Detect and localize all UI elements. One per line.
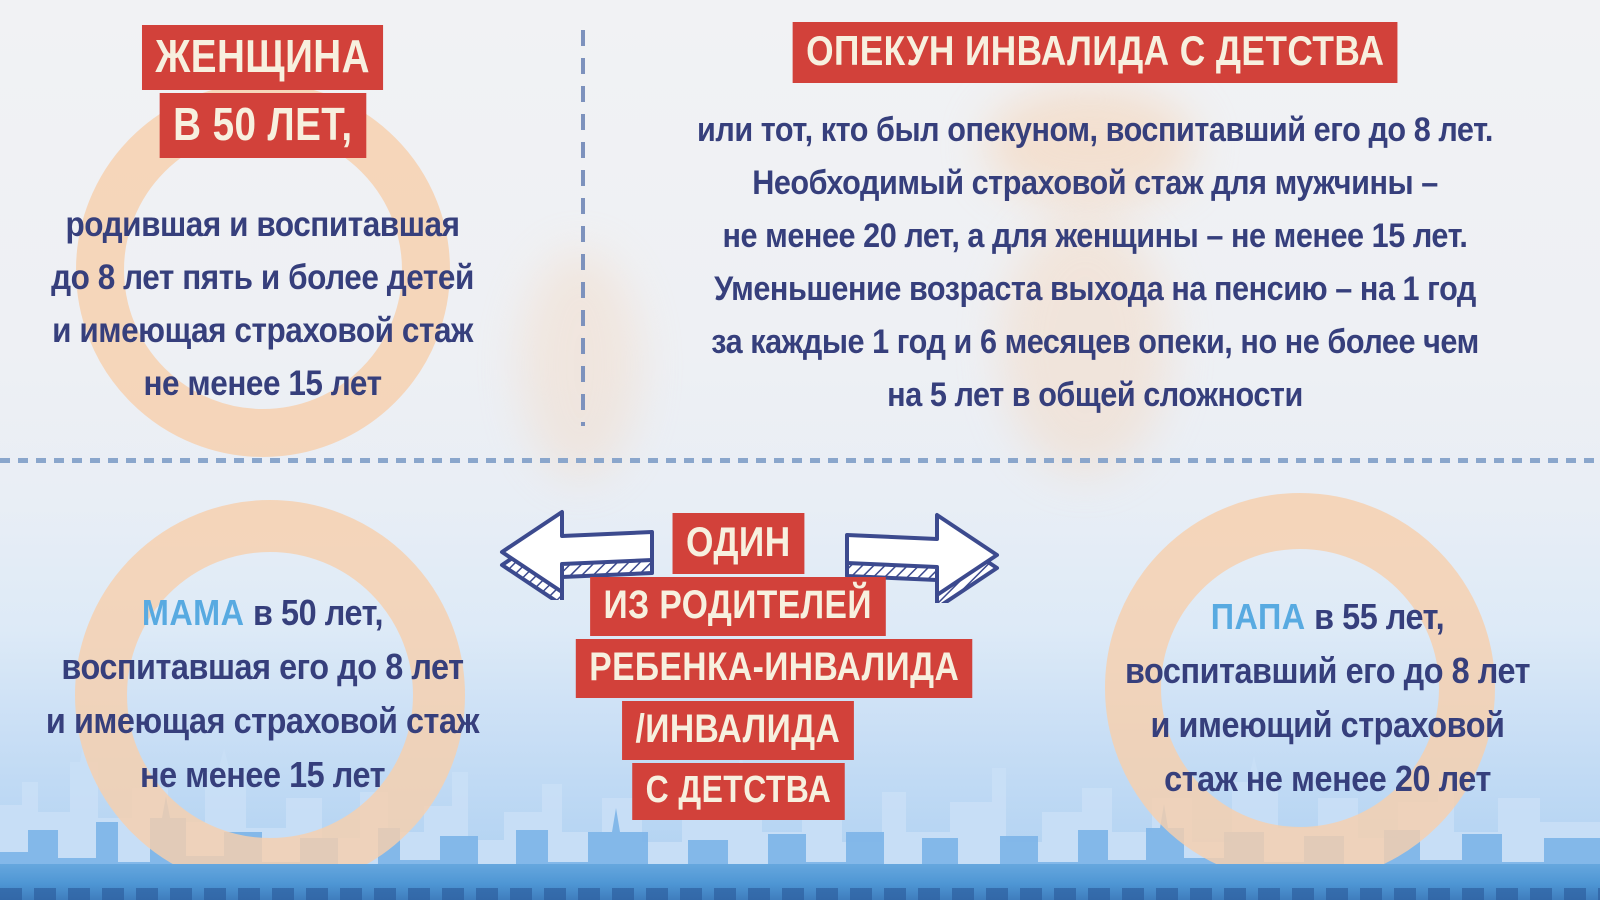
- text-line: на 5 лет в общей сложности: [887, 376, 1303, 414]
- parent-badge-line: ОДИН: [672, 513, 804, 574]
- mama-age-text: в 50 лет,: [244, 592, 384, 633]
- text-line: воспитавшая его до 8 лет: [61, 646, 464, 687]
- text-line: за каждые 1 год и 6 месяцев опеки, но не…: [711, 323, 1479, 361]
- woman-badges: ЖЕНЩИНА В 50 ЛЕТ,: [0, 22, 525, 161]
- mama-highlight: МАМА: [141, 592, 245, 633]
- text-line: или тот, кто был опекуном, воспитавший е…: [697, 111, 1493, 149]
- text-line: до 8 лет пять и более детей: [51, 258, 474, 297]
- text-line: стаж не менее 20 лет: [1164, 758, 1491, 799]
- papa-age-text: в 55 лет,: [1305, 596, 1445, 637]
- parent-badge-line: ИЗ РОДИТЕЛЕЙ: [590, 577, 886, 636]
- parent-badge-line: С ДЕТСТВА: [631, 763, 845, 820]
- guardian-badge: ОПЕКУН ИНВАЛИДА С ДЕТСТВА: [792, 22, 1398, 83]
- text-line: не менее 15 лет: [139, 754, 386, 795]
- text-line: не менее 15 лет: [143, 364, 382, 403]
- woman-badge-age: В 50 ЛЕТ,: [159, 93, 366, 158]
- text-line: воспитавший его до 8 лет: [1124, 650, 1531, 691]
- horizontal-dashed-divider: [0, 458, 1600, 463]
- skyline-base-dashes: [0, 888, 1600, 900]
- text-line: родившая и воспитавшая: [65, 205, 460, 244]
- text-line: и имеющая страховой стаж: [52, 311, 473, 350]
- text-line: не менее 20 лет, а для женщины – не мене…: [722, 217, 1468, 255]
- text-line: ПАПА в 55 лет,: [1082, 590, 1573, 644]
- arrow-right-icon: [845, 513, 999, 603]
- parent-badge-line: /ИНВАЛИДА: [622, 701, 854, 760]
- peach-blob-decoration: [1000, 215, 1170, 475]
- parent-badge-line: РЕБЕНКА-ИНВАЛИДА: [575, 639, 973, 698]
- text-line: и имеющая страховой стаж: [45, 700, 480, 741]
- guardian-badge-container: ОПЕКУН ИНВАЛИДА С ДЕТСТВА: [600, 22, 1590, 83]
- mama-conditions-text: МАМА в 50 лет, воспитавшая его до 8 лет …: [26, 586, 499, 802]
- arrow-left-icon: [500, 510, 654, 600]
- papa-highlight: ПАПА: [1210, 596, 1306, 637]
- peach-blob-decoration: [985, 85, 1195, 205]
- woman-conditions-text: родившая и воспитавшая до 8 лет пять и б…: [26, 198, 499, 410]
- parent-badges-stack: ОДИН ИЗ РОДИТЕЛЕЙ РЕБЕНКА-ИНВАЛИДА /ИНВА…: [538, 510, 973, 823]
- text-line: Необходимый страховой стаж для мужчины –: [752, 164, 1438, 202]
- papa-conditions-text: ПАПА в 55 лет, воспитавший его до 8 лет …: [1082, 590, 1573, 806]
- vertical-dashed-divider: [581, 30, 585, 426]
- text-line: Уменьшение возраста выхода на пенсию – н…: [714, 270, 1476, 308]
- guardian-conditions-text: или тот, кто был опекуном, воспитавший е…: [650, 104, 1541, 422]
- text-line: и имеющий страховой: [1150, 704, 1505, 745]
- woman-badge-title: ЖЕНЩИНА: [141, 25, 384, 90]
- text-line: МАМА в 50 лет,: [26, 586, 499, 640]
- peach-blob-decoration: [520, 250, 640, 480]
